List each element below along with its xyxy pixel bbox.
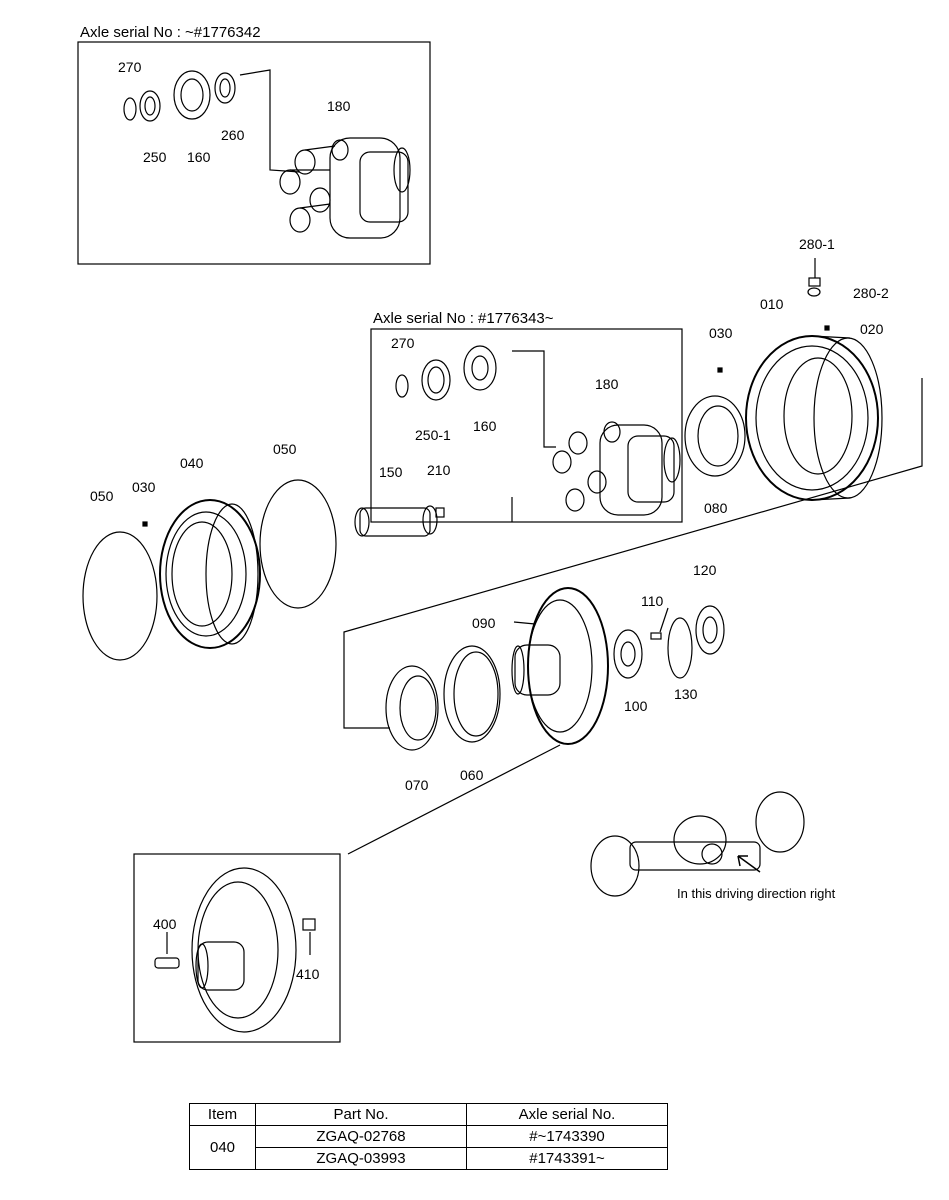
bearing-250-part xyxy=(139,90,161,122)
gear-160b-part xyxy=(463,345,497,391)
nut-410-part xyxy=(302,918,316,931)
pin-030-part xyxy=(717,367,723,373)
callout-030b: 030 xyxy=(132,479,156,495)
table-cell-part-no: ZGAQ-03993 xyxy=(255,1147,467,1170)
callout-150: 150 xyxy=(379,464,403,480)
connector-line xyxy=(239,69,301,173)
hub-090-part xyxy=(511,587,609,745)
callout-180b: 180 xyxy=(595,376,619,392)
callout-250-1: 250-1 xyxy=(415,427,451,443)
ring-060-part xyxy=(443,645,501,743)
table-cell-item: 040 xyxy=(189,1125,256,1170)
callout-250: 250 xyxy=(143,149,167,165)
table-row: 040 ZGAQ-02768 #~1743390 xyxy=(189,1125,668,1170)
table-cell-serial: #1743391~ xyxy=(466,1147,668,1170)
callout-130: 130 xyxy=(674,686,698,702)
callout-110: 110 xyxy=(641,593,664,609)
callout-030: 030 xyxy=(709,325,733,341)
callout-270b: 270 xyxy=(391,335,415,351)
table-header-item: Item xyxy=(189,1103,256,1126)
parts-table: Item Part No. Axle serial No. 040 ZGAQ-0… xyxy=(189,1103,668,1170)
washer-100-part xyxy=(613,629,643,679)
callout-040: 040 xyxy=(180,455,204,471)
callout-020: 020 xyxy=(860,321,884,337)
callout-160b: 160 xyxy=(473,418,497,434)
bearing-260-part xyxy=(214,72,236,104)
connector-line xyxy=(512,350,556,448)
callout-120: 120 xyxy=(693,562,717,578)
callout-400: 400 xyxy=(153,916,177,932)
axle-direction-note: In this driving direction right xyxy=(677,886,836,901)
connector-line xyxy=(343,378,923,729)
planet-carrier-180b-part xyxy=(552,421,681,516)
bolt-110-part xyxy=(650,632,662,640)
callout-160: 160 xyxy=(187,149,211,165)
callout-050b: 050 xyxy=(273,441,297,457)
callout-090: 090 xyxy=(472,615,496,631)
callout-080: 080 xyxy=(704,500,728,516)
o-ring-050b-part xyxy=(259,479,337,609)
inset-title-top: Axle serial No : ~#1776342 xyxy=(80,24,261,41)
table-header-row: Item Part No. Axle serial No. xyxy=(189,1103,668,1126)
inset-frame-mid xyxy=(370,328,683,523)
bolt-400-part xyxy=(154,957,180,969)
callout-260: 260 xyxy=(221,127,245,143)
nut-120-part xyxy=(695,605,725,655)
callout-270: 270 xyxy=(118,59,142,75)
ring-270b-part xyxy=(395,374,409,398)
pin-030b-part xyxy=(142,521,148,527)
callout-010: 010 xyxy=(760,296,784,312)
table-cell-part-no: ZGAQ-02768 xyxy=(255,1125,467,1148)
callout-410: 410 xyxy=(296,966,320,982)
table-header-part-no: Part No. xyxy=(255,1103,467,1126)
housing-010-part xyxy=(745,335,883,501)
inset-title-mid: Axle serial No : #1776343~ xyxy=(373,310,554,327)
hub-detail-part xyxy=(191,867,297,1033)
callout-280-1: 280-1 xyxy=(799,236,835,252)
connector-line xyxy=(347,744,561,855)
gear-160-part xyxy=(173,70,211,120)
callout-050a: 050 xyxy=(90,488,114,504)
callout-180: 180 xyxy=(327,98,351,114)
sleeve-250-1-part xyxy=(421,359,451,401)
ring-130-part xyxy=(667,617,693,679)
callout-100: 100 xyxy=(624,698,648,714)
seal-070-part xyxy=(385,665,439,751)
seal-280-2-part xyxy=(807,287,821,297)
seal-080-part xyxy=(684,395,746,477)
callout-210: 210 xyxy=(427,462,451,478)
inset-frame-top xyxy=(77,41,431,265)
inset-frame-bottom xyxy=(133,853,341,1043)
table-header-serial: Axle serial No. xyxy=(466,1103,668,1126)
o-ring-050a-part xyxy=(82,531,158,661)
table-row: ZGAQ-03993 #1743391~ xyxy=(190,1147,668,1170)
ring-gear-040-part xyxy=(159,499,261,649)
plug-280-1-part xyxy=(808,277,821,287)
plug-020-part xyxy=(824,325,830,331)
arrow-icon xyxy=(737,855,761,873)
planet-carrier-180-part xyxy=(279,137,411,239)
callout-070: 070 xyxy=(405,777,429,793)
callout-280-2: 280-2 xyxy=(853,285,889,301)
nut-210-part xyxy=(435,507,445,518)
callout-060: 060 xyxy=(460,767,484,783)
shaft-150-part xyxy=(354,505,438,537)
table-cell-serial: #~1743390 xyxy=(466,1125,668,1148)
axle-illustration xyxy=(590,791,805,897)
ring-270-part xyxy=(123,97,137,121)
